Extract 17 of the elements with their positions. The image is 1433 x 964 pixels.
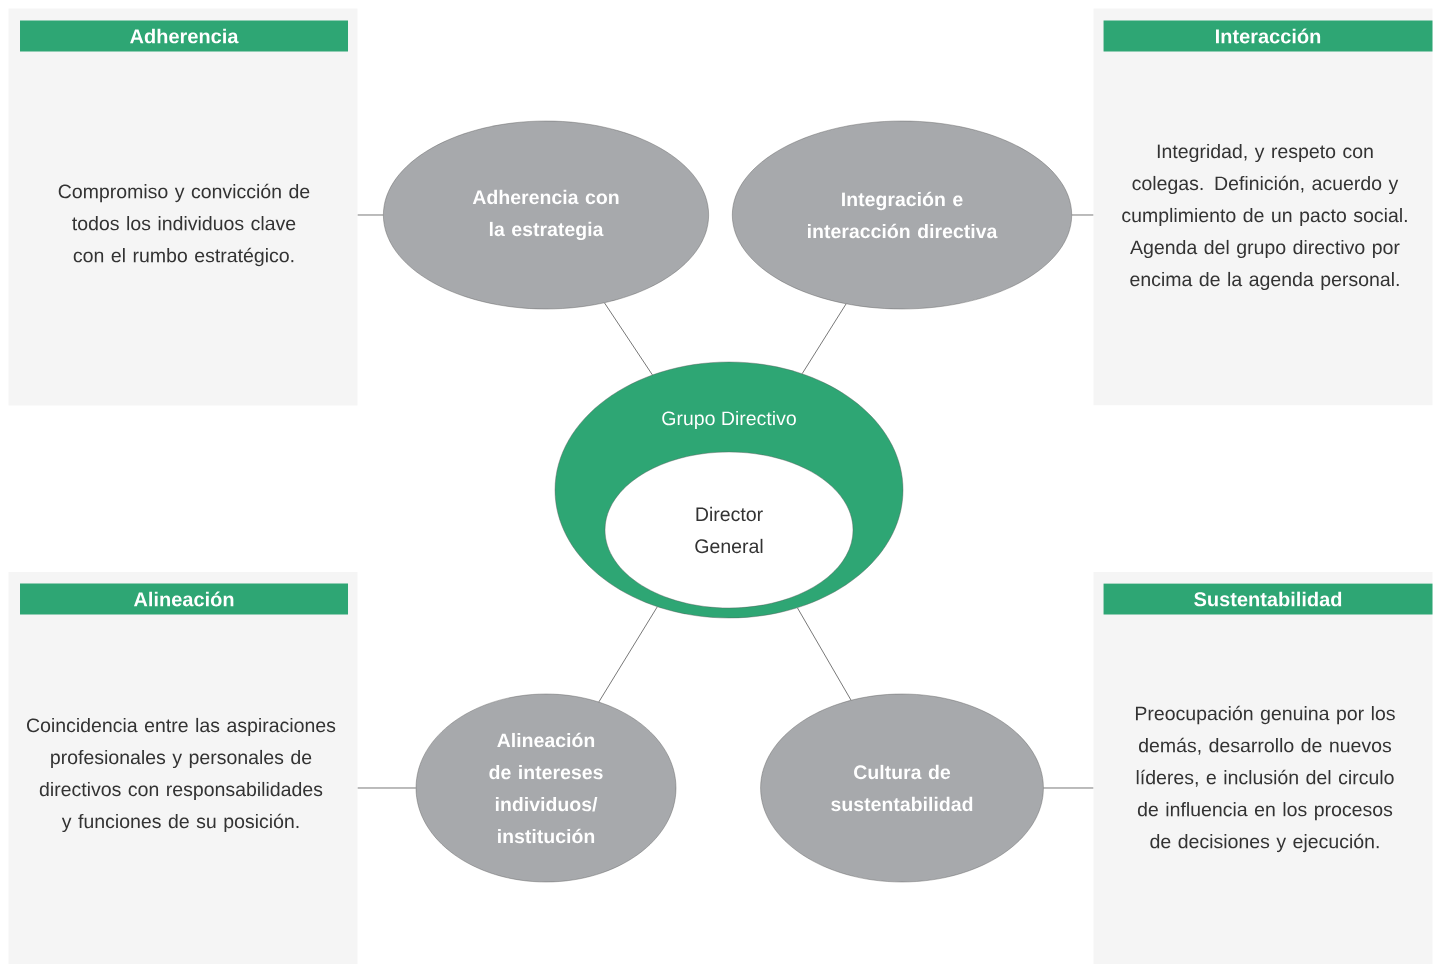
heading-bar: Sustentabilidad (1103, 583, 1433, 615)
connector-line (1043, 787, 1094, 789)
connector-line (1071, 214, 1094, 216)
description-text: Coincidencia entre las aspiraciones profesionales y personales de directivos con responsabilidades y funciones de su posición. (27, 717, 336, 833)
description-text: Preocupación genuina por los demás, desarrollo de nuevos líderes, e inclusión del circulo de influencia en los procesos de decisiones y ejecución. (1136, 705, 1395, 853)
description-text: Integridad, y respeto con colegas. Definición, acuerdo y cumplimiento de un pacto social. Agenda del grupo directivo por encima de la agenda personal. (1122, 143, 1407, 291)
heading-bar: Interacción (1103, 20, 1433, 52)
connector-line (801, 303, 847, 375)
heading-bar: Adherencia (20, 20, 348, 52)
connector-line (797, 607, 852, 701)
connector-line (604, 302, 653, 376)
heading-bar: Alineación (20, 583, 348, 615)
description-text: Compromiso y convicción de todos los individuos clave con el rumbo estratégico. (58, 183, 310, 267)
connector-line (357, 214, 384, 216)
connector-line (598, 606, 658, 703)
group-label: Grupo Directivo (662, 410, 796, 430)
connector-line (357, 787, 417, 789)
